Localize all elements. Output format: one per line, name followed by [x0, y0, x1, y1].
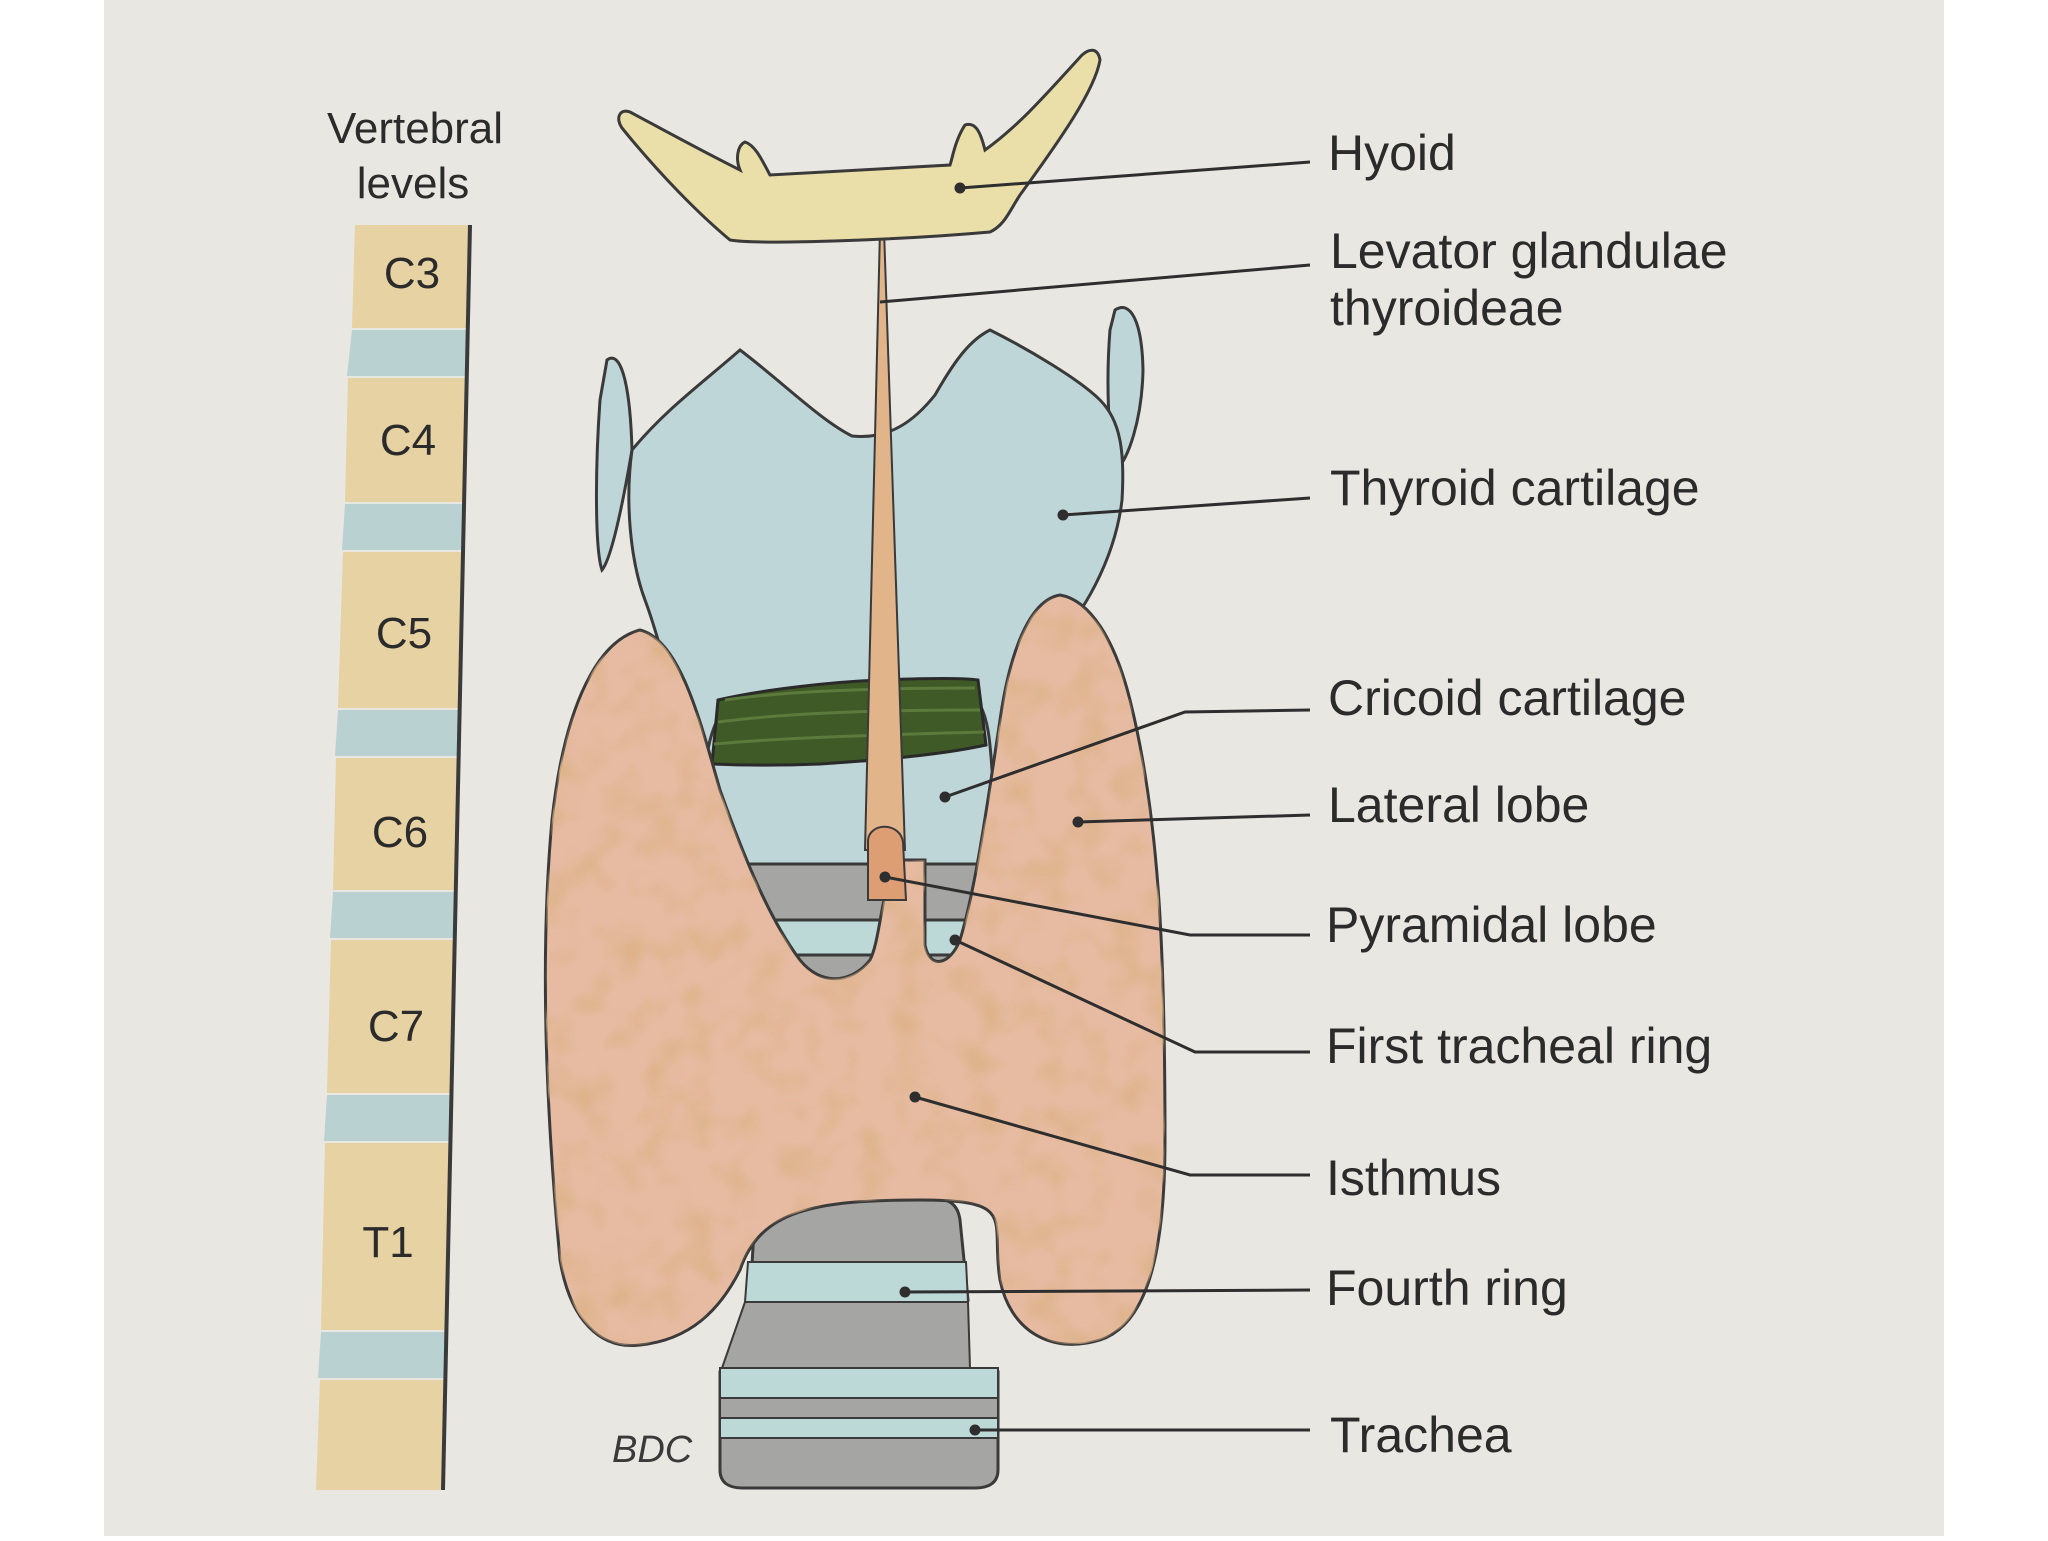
leader-hyoid-dot [954, 182, 966, 194]
leader-fourth-ring-dot [899, 1286, 911, 1298]
disc-c5-c6 [335, 710, 461, 756]
leader-cricoid-cartilage-dot [939, 791, 951, 803]
leader-fourth-ring [904, 1288, 1311, 1294]
structure-labels: Hyoid Levator glandulae thyroideae Thyro… [1326, 125, 1728, 1463]
leader-isthmus-dot [909, 1091, 921, 1103]
cricoid-band-stripe-1 [724, 686, 976, 702]
disc-c6-c7 [330, 892, 457, 938]
tracheal-ring-seventh [719, 1417, 999, 1439]
vertebra-c6 [333, 758, 459, 890]
vertebra-c4 [345, 378, 466, 502]
leader-trachea-dot [969, 1424, 981, 1436]
vertebra-c7 [327, 940, 455, 1093]
disc-t1-t2 [318, 1332, 447, 1378]
hyoid-bone [617, 48, 1102, 244]
level-label-c4: C4 [380, 416, 436, 465]
disc-c4-c5 [342, 504, 465, 550]
cricoid-band [710, 677, 988, 767]
trachea [718, 1196, 1000, 1490]
cricoid-band-stripe-3 [713, 730, 985, 746]
vertebral-title-line2: levels [357, 159, 470, 208]
vertebra-t2 [316, 1380, 446, 1490]
tracheal-ring-fifth [719, 1367, 999, 1399]
label-trachea: Trachea [1330, 1407, 1512, 1463]
label-thyroid-cartilage: Thyroid cartilage [1330, 460, 1700, 516]
hyoid-shape [617, 48, 1102, 244]
level-label-c6: C6 [372, 808, 428, 857]
spine-edge-line [441, 224, 472, 1491]
leader-first-tracheal-ring-dot [949, 934, 961, 946]
vertebra-c5 [338, 552, 463, 708]
leader-lateral-lobe [1077, 813, 1311, 824]
label-lateral-lobe: Lateral lobe [1328, 777, 1589, 833]
tracheal-ring-fourth [743, 1261, 970, 1303]
label-isthmus: Isthmus [1326, 1150, 1501, 1206]
label-levator-line1: Levator glandulae [1330, 223, 1728, 279]
vertebral-column: Vertebral levels C3 C4 C5 C6 C7 T1 [316, 104, 503, 1491]
leader-lateral-lobe-dot [1072, 816, 1084, 828]
leader-pyramidal-lobe-dot [879, 871, 891, 883]
label-hyoid: Hyoid [1328, 125, 1456, 181]
label-first-tracheal-ring: First tracheal ring [1326, 1018, 1712, 1074]
label-pyramidal-lobe: Pyramidal lobe [1326, 897, 1657, 953]
leader-isthmus [914, 1095, 1310, 1177]
leader-first-tracheal-ring [954, 938, 1310, 1054]
pyramidal-lobe-shape [867, 825, 908, 901]
leader-cricoid-cartilage [944, 708, 1311, 799]
thyroid-cartilage-superior-horn-left [594, 356, 634, 574]
cricoid-band-stripe-2 [717, 708, 981, 724]
disc-c3-c4 [347, 330, 469, 376]
level-label-c5: C5 [376, 609, 432, 658]
level-label-c7: C7 [368, 1002, 424, 1051]
leader-pyramidal-lobe [884, 875, 1310, 937]
leader-levator [879, 263, 1311, 304]
vertebral-title-line1: Vertebral [327, 104, 503, 153]
artist-signature: BDC [612, 1429, 693, 1471]
vertebra-t1 [321, 1143, 450, 1330]
label-fourth-ring: Fourth ring [1326, 1260, 1568, 1316]
disc-c7-t1 [324, 1095, 453, 1141]
tracheal-ring-sixth-band [719, 1397, 999, 1419]
level-label-c3: C3 [384, 249, 440, 298]
leader-lines [879, 160, 1311, 1436]
vertebra-c3 [352, 225, 470, 328]
label-levator-line2: thyroideae [1330, 280, 1564, 336]
leader-hyoid [959, 160, 1311, 190]
tracheal-ring-lower-band [720, 1301, 972, 1369]
leader-thyroid-cartilage-dot [1057, 509, 1069, 521]
level-label-t1: T1 [362, 1218, 413, 1267]
leader-thyroid-cartilage [1062, 496, 1311, 517]
label-cricoid-cartilage: Cricoid cartilage [1328, 670, 1686, 726]
